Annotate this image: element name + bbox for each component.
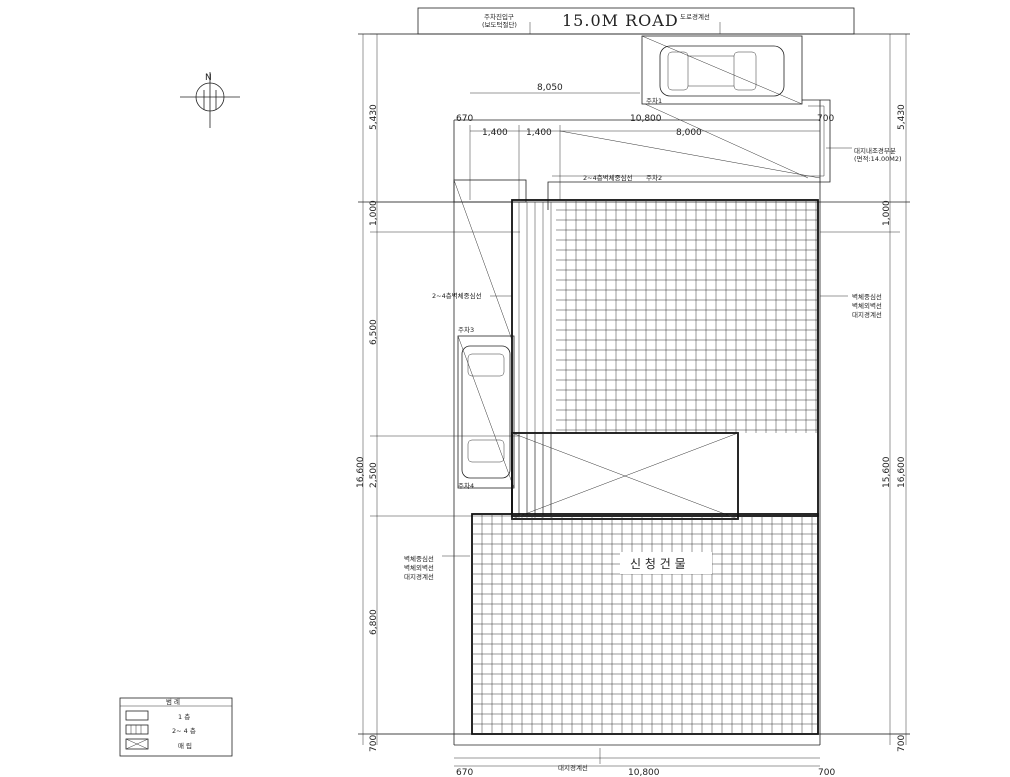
- dim-right-700: 700: [897, 735, 907, 752]
- left-wall-label-1: 벽체중심선: [404, 554, 434, 563]
- dim-8000: 8,000: [676, 128, 702, 138]
- central-void: [511, 432, 739, 520]
- dim-8050: 8,050: [537, 83, 563, 93]
- parking-2-label: 주차2: [646, 173, 662, 182]
- dim-left-2500: 2,500: [369, 462, 379, 488]
- corner-label-1: 대지내조경부분: [854, 146, 896, 155]
- left-wall-label-2: 벽체외벽선: [404, 563, 434, 572]
- right-wall-label-3: 대지경계선: [852, 310, 882, 319]
- dim-left-6800: 6,800: [369, 609, 379, 635]
- parking-3-label: 주차3: [458, 325, 474, 334]
- road-note-left-1: 주차진입구: [484, 12, 514, 21]
- dim-right-5430: 5,430: [897, 104, 907, 130]
- dim-bottom-700: 700: [818, 768, 835, 777]
- dim-1400-a: 1,400: [482, 128, 508, 138]
- right-wall-annotations: 벽체중심선 벽체외벽선 대지경계선: [820, 292, 882, 319]
- bottom-dimensions: 대지경계선 670 10,800 700: [454, 748, 835, 777]
- site-boundary: [358, 33, 910, 746]
- left-dimension-chain: 5,430 1,000 6,500 2,500 6,800 700 16,600: [356, 33, 520, 752]
- upper-line-label: 2~4층벽체중심선: [583, 173, 633, 182]
- road-note-left-2: (보도턱절단): [482, 20, 517, 29]
- dim-top-right-700: 700: [817, 114, 834, 124]
- north-label: N: [205, 73, 212, 83]
- bottom-boundary-label: 대지경계선: [558, 763, 588, 772]
- dim-top-left-670: 670: [456, 114, 473, 124]
- left-wall-label-3: 대지경계선: [404, 572, 434, 581]
- legend-item-1: 1 층: [178, 712, 190, 721]
- dim-top-total: 10,800: [630, 114, 662, 124]
- road-strip: 15.0M ROAD 주차진입구 (보도턱절단) 도로경계선: [417, 7, 855, 35]
- legend: 범 례 1 층 2~ 4 층 매 립: [119, 697, 233, 757]
- dim-1400-b: 1,400: [526, 128, 552, 138]
- dim-bottom-total: 10,800: [628, 768, 660, 777]
- parking-1-label: 주차1: [646, 96, 662, 105]
- right-wall-label-2: 벽체외벽선: [852, 301, 882, 310]
- dim-right-1000: 1,000: [882, 200, 892, 226]
- legend-title: 범 례: [166, 697, 180, 706]
- dim-bottom-670: 670: [456, 768, 473, 777]
- corner-label-2: (면적:14.00M2): [854, 154, 902, 163]
- lower-floor-grid: 신 청 건 물: [471, 513, 819, 735]
- dim-right-16600: 16,600: [897, 456, 907, 488]
- left-wall-annotations: 벽체중심선 벽체외벽선 대지경계선: [404, 554, 470, 581]
- side-line-label: 2~4층벽체중심선: [432, 291, 482, 300]
- dim-left-700: 700: [369, 735, 379, 752]
- parking-4-label: 주차4: [458, 481, 474, 490]
- right-wall-label-1: 벽체중심선: [852, 292, 882, 301]
- dim-right-15600: 15,600: [882, 456, 892, 488]
- legend-item-3: 매 립: [178, 742, 192, 750]
- dim-left-1000: 1,000: [369, 200, 379, 226]
- dim-left-6500: 6,500: [369, 319, 379, 345]
- road-label: 15.0M ROAD: [562, 11, 679, 30]
- top-dimensions: 8,050 670 10,800 700 1,400 1,400 8,000: [456, 83, 834, 200]
- building-label: 신 청 건 물: [630, 557, 686, 571]
- landscape-corner: 대지내조경부분 (면적:14.00M2) 2~4층벽체중심선 주차2: [547, 99, 902, 210]
- legend-item-2: 2~ 4 층: [172, 726, 196, 735]
- upper-floor-grid: [511, 199, 819, 517]
- right-dimension-chain: 5,430 1,000 15,600 16,600 700: [820, 34, 910, 752]
- parking-space-1: 주차1: [559, 35, 821, 179]
- north-arrow: N: [180, 72, 240, 128]
- dim-left-total: 16,600: [356, 456, 366, 488]
- parking-space-3: 주차3 주차4: [457, 325, 515, 490]
- dim-left-5430: 5,430: [369, 104, 379, 130]
- road-note-right: 도로경계선: [680, 12, 710, 21]
- left-ramp: 2~4층벽체중심선: [432, 179, 552, 516]
